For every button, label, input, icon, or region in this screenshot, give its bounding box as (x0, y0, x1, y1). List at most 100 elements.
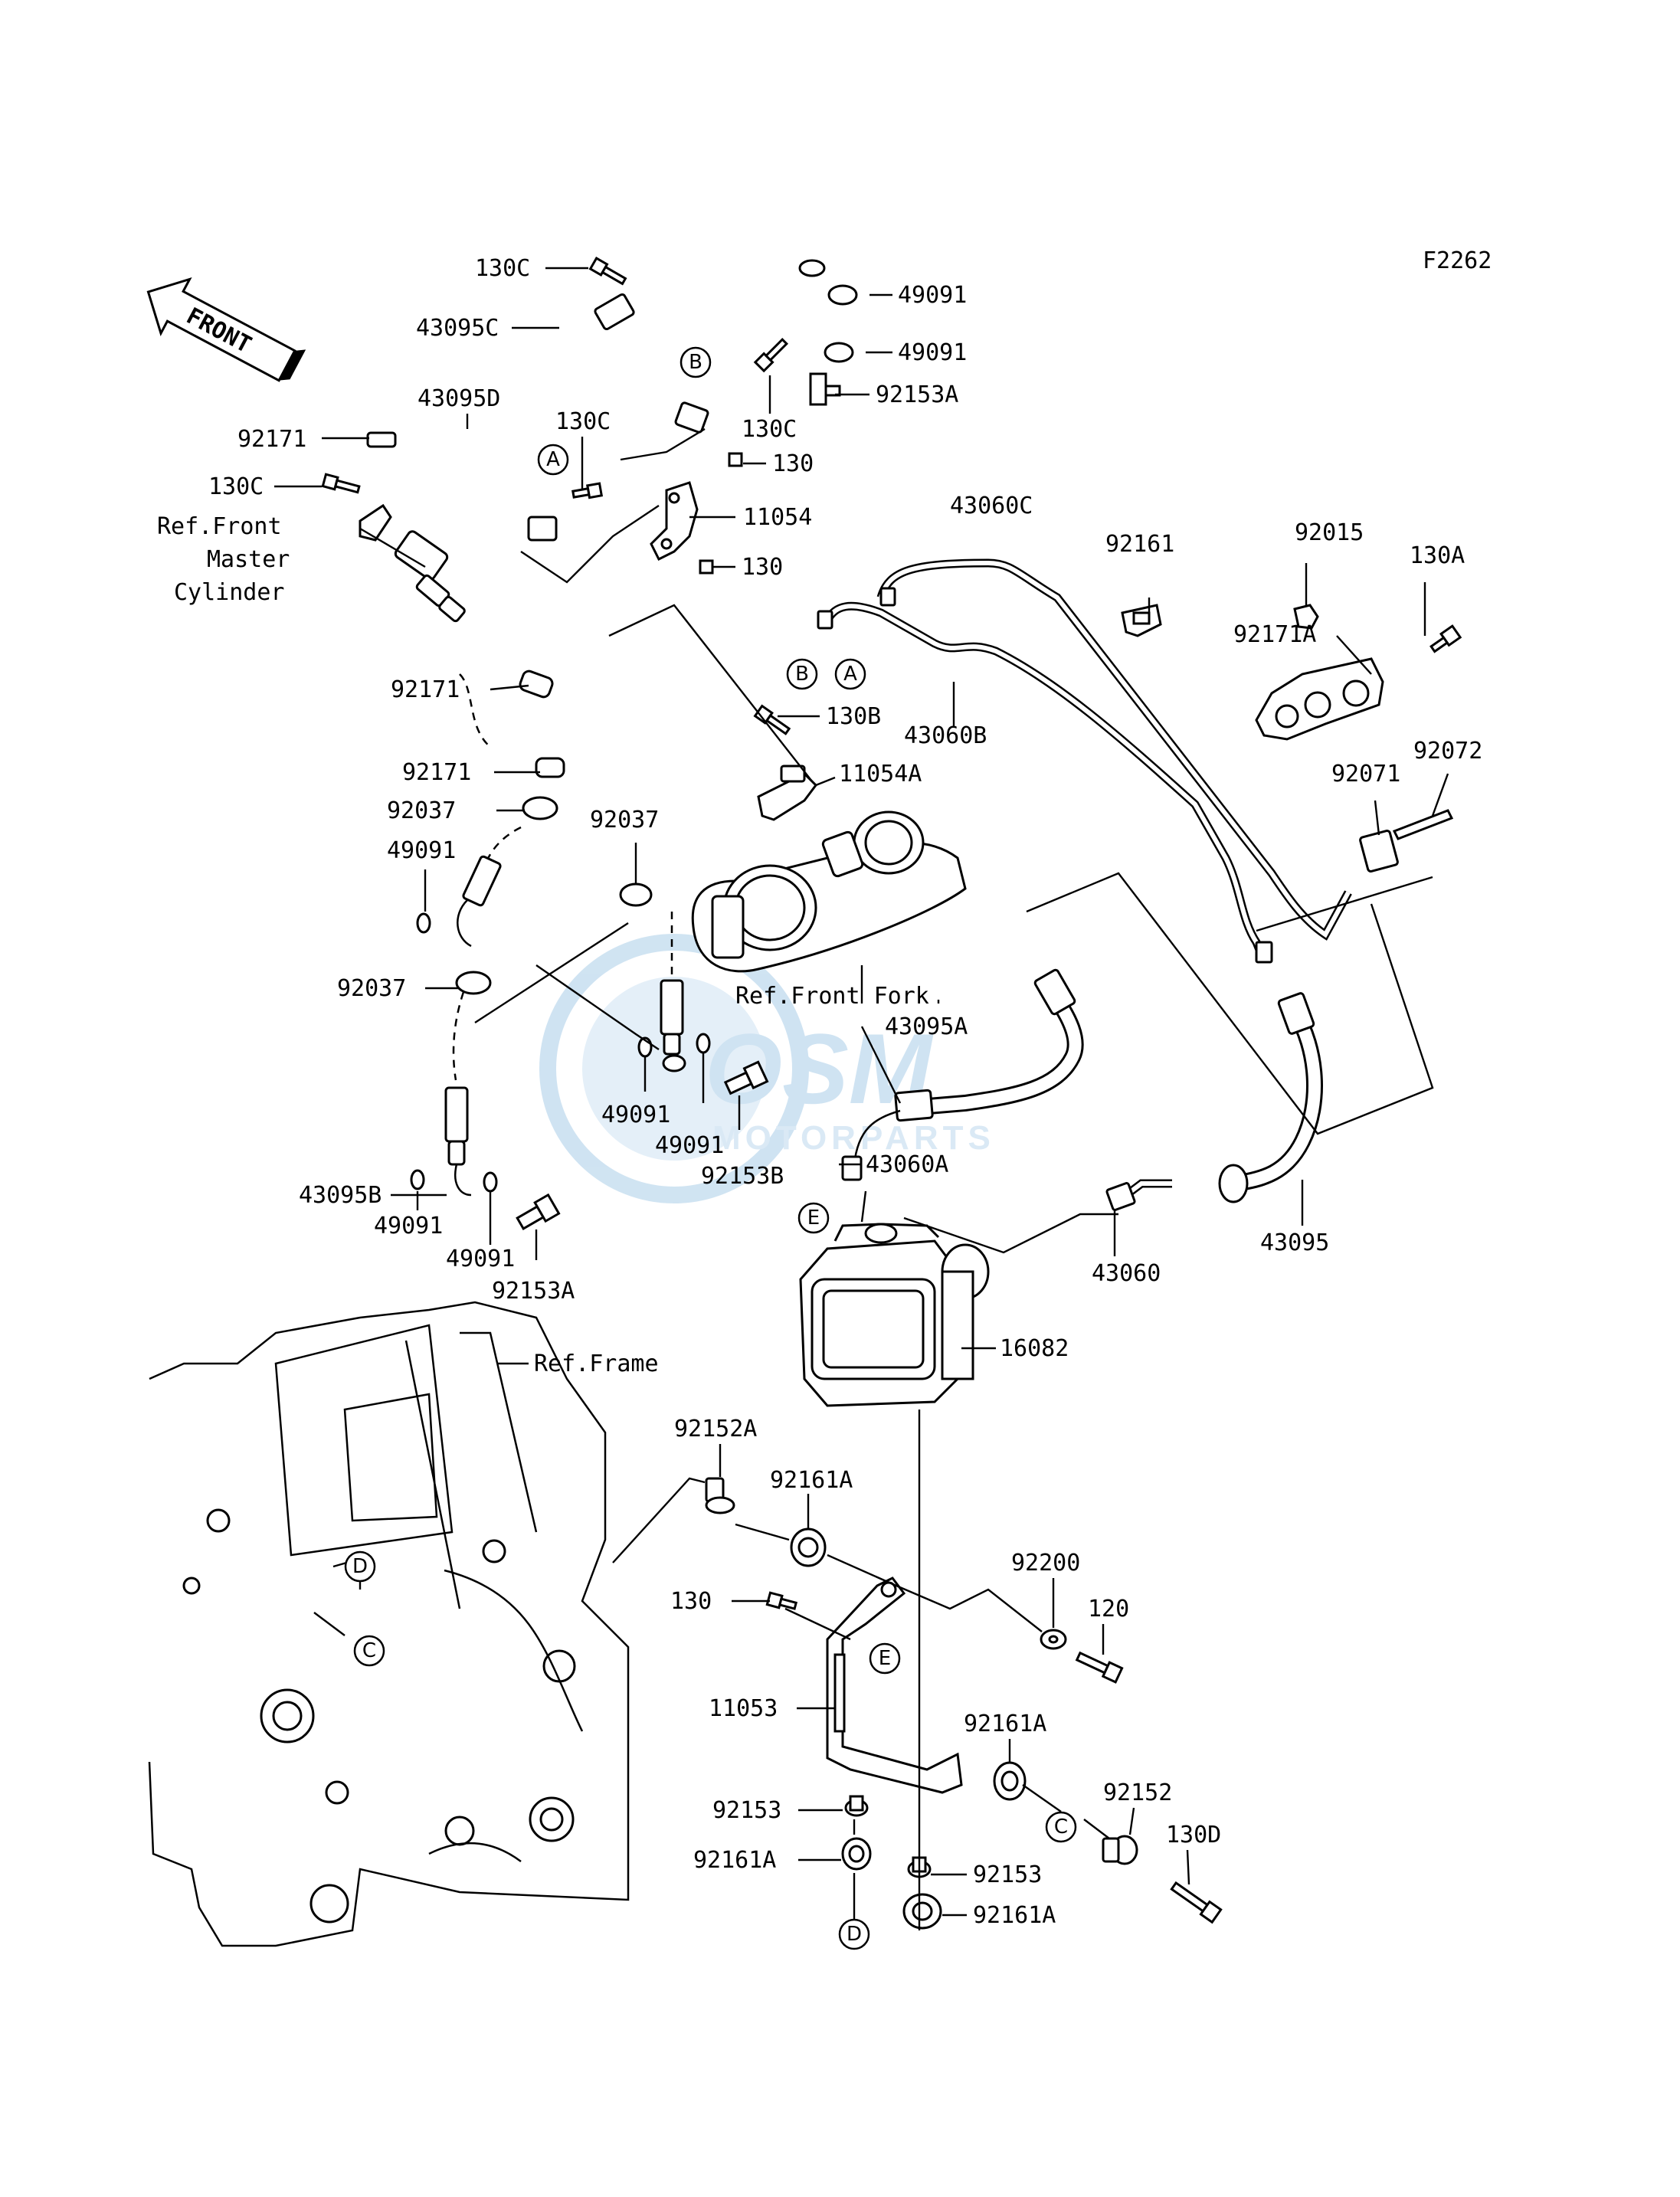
bolt-130C-left (321, 473, 361, 494)
collar-92152 (1102, 1835, 1138, 1865)
label-ref-master-1: Ref.Front (157, 513, 282, 540)
label-130D: 130D (1166, 1822, 1221, 1848)
label-130C-right: 130C (742, 416, 797, 443)
callout-C2: C (1045, 1811, 1077, 1843)
clamp-92171-low (535, 757, 565, 778)
bolt-130A (1429, 624, 1462, 653)
callout-A2-label: A (843, 663, 857, 686)
clip-92161 (1121, 604, 1162, 637)
callout-A2: A (834, 658, 866, 690)
label-92153-a: 92153 (712, 1797, 781, 1824)
figure-code: F2262 (1423, 247, 1492, 274)
callout-B2-label: B (795, 663, 809, 686)
bolts (321, 257, 1462, 1924)
label-49091-g: 49091 (446, 1246, 515, 1272)
clamp-92037-a (522, 796, 558, 820)
bolt-92153B (723, 1060, 769, 1095)
label-43060B: 43060B (904, 722, 987, 749)
label-130-c: 130 (670, 1588, 712, 1615)
callout-D1: D (344, 1550, 376, 1583)
label-11054: 11054 (743, 504, 812, 531)
label-92161: 92161 (1105, 531, 1174, 558)
label-92161A-b: 92161A (964, 1711, 1046, 1737)
callout-E2: E (869, 1642, 901, 1675)
label-49091-d: 49091 (601, 1102, 670, 1128)
label-49091-a: 49091 (898, 282, 967, 309)
washer-49091-b (824, 342, 854, 363)
label-43095C: 43095C (416, 315, 499, 342)
pipe-43060B (817, 601, 1273, 964)
label-ref-front-fork: Ref.Front Fork (735, 983, 929, 1010)
label-92161A-a: 92161A (770, 1467, 853, 1494)
washers-49091 (410, 284, 858, 1193)
sleeve-92072 (1392, 809, 1454, 840)
clamps (455, 670, 653, 995)
label-43095A: 43095A (885, 1013, 968, 1040)
label-49091-f: 49091 (374, 1213, 443, 1239)
bracket-11053 (826, 1577, 963, 1794)
hose-43095A (841, 968, 1084, 1181)
label-120: 120 (1088, 1596, 1129, 1622)
label-92037-c: 92037 (337, 975, 406, 1002)
bolt-130-c (765, 1591, 798, 1610)
label-92171A: 92171A (1233, 621, 1316, 648)
bracket-11054A (757, 765, 817, 821)
pipe-43060C (876, 558, 1352, 941)
clamp-92171-mid (519, 670, 554, 699)
label-92037-a: 92037 (387, 797, 456, 824)
label-130C-top: 130C (475, 255, 530, 282)
label-92200: 92200 (1011, 1550, 1080, 1577)
callout-D1-label: D (352, 1555, 368, 1578)
label-43095: 43095 (1260, 1229, 1329, 1256)
label-16082: 16082 (1000, 1335, 1069, 1362)
grommet-92161A-a (790, 1527, 827, 1567)
master-cylinder-fitting (359, 431, 397, 542)
grommet-92161A-b (993, 1761, 1027, 1801)
watermark-sub: MOTORPARTS (712, 1119, 995, 1157)
washer-49091-c (416, 912, 431, 934)
label-92153A-low: 92153A (492, 1278, 575, 1305)
label-49091-c: 49091 (387, 837, 456, 864)
callout-C2-label: C (1054, 1816, 1068, 1838)
callout-D2: D (838, 1918, 870, 1950)
bolt-130C-mid (571, 482, 604, 499)
bolt-130C-top (588, 257, 627, 286)
label-49091-e: 49091 (655, 1132, 724, 1159)
front-fork-clamp (691, 810, 967, 973)
collar-92152A (705, 1477, 735, 1514)
callout-B2: B (786, 658, 818, 690)
bolt-130-a (728, 452, 743, 467)
callout-A1: A (537, 444, 569, 476)
callout-C1: C (353, 1635, 385, 1667)
label-130A: 130A (1410, 542, 1465, 569)
label-92152: 92152 (1103, 1780, 1172, 1806)
bolt-130C-right (753, 338, 788, 373)
bracket-11054 (650, 481, 699, 562)
label-43060: 43060 (1092, 1260, 1161, 1287)
label-130B: 130B (826, 703, 881, 730)
label-92015: 92015 (1295, 519, 1364, 546)
sleeve-92071 (1359, 830, 1399, 873)
label-92171-low: 92171 (402, 759, 471, 786)
bolt-92153A-low (516, 1193, 561, 1230)
hose-43095 (1218, 992, 1324, 1203)
label-92072: 92072 (1413, 738, 1482, 765)
label-11053: 11053 (709, 1695, 778, 1722)
label-43060A: 43060A (866, 1151, 948, 1178)
callout-B1: B (680, 346, 712, 378)
label-43095D: 43095D (418, 385, 500, 412)
label-92153A-top: 92153A (876, 381, 958, 408)
grommet-92161A-c (841, 1837, 872, 1871)
callout-E2-label: E (879, 1647, 891, 1670)
pipe-43060 (1105, 1179, 1172, 1211)
part-labels: 130C 43095C 49091 49091 92153A 43095D 13… (157, 255, 1482, 1929)
label-43095B: 43095B (299, 1182, 382, 1209)
label-92153B: 92153B (701, 1163, 784, 1190)
washer-49091-g (483, 1171, 498, 1193)
callout-A1-label: A (546, 448, 560, 471)
label-130C-left: 130C (208, 473, 264, 500)
watermark: OSM MOTORPARTS (539, 934, 995, 1203)
label-92171-mid: 92171 (391, 676, 460, 703)
label-ref-master-3: Cylinder (174, 579, 285, 606)
